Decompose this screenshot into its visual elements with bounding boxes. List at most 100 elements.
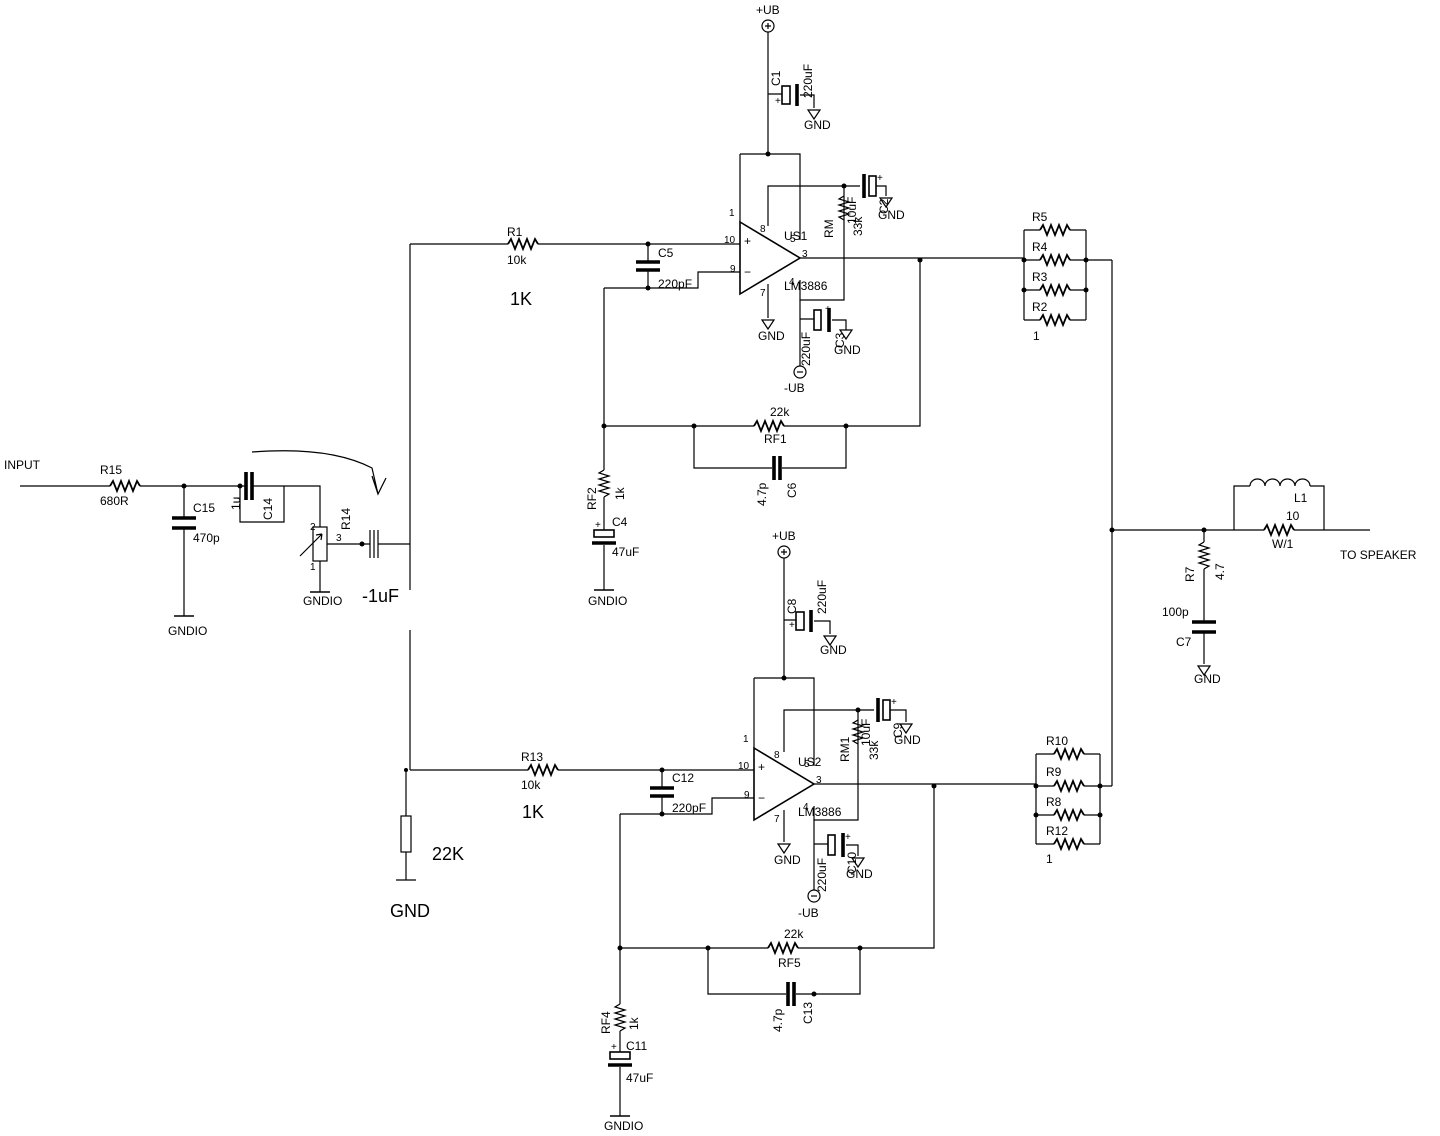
gnd-c2: GND <box>878 208 905 222</box>
c3-value: 220uF <box>799 332 813 366</box>
top-amp: R1 10k 1K C5 220pF + − 1 8 10 9 7 4 3 5 … <box>410 3 1112 608</box>
us1-pin1: 1 <box>729 208 735 219</box>
us1-pin10: 10 <box>724 235 736 246</box>
us1-part: LM3886 <box>784 279 828 293</box>
bottom-amp: R13 10k 1K C12 220pF + − 1 8 10 9 7 4 3 … <box>410 529 1112 1133</box>
r15-ref: R15 <box>100 463 122 477</box>
svg-text:+: + <box>595 520 601 531</box>
svg-text:−: − <box>744 265 751 279</box>
minus-ub-top: -UB <box>784 381 805 395</box>
svg-text:+: + <box>825 304 831 315</box>
gnd-c10: GND <box>846 867 873 881</box>
us1-pin7: 7 <box>760 288 766 299</box>
c9-value: 10uF <box>859 719 873 746</box>
r13-note: 1K <box>522 802 544 822</box>
c6-value: 4.7p <box>755 482 769 506</box>
c15-value: 470p <box>193 531 220 545</box>
gnd-us2-pin7: GND <box>774 853 801 867</box>
r13-ref: R13 <box>521 750 543 764</box>
svg-text:+: + <box>611 1042 617 1053</box>
gnd-c1: GND <box>804 118 831 132</box>
r4-ref: R4 <box>1032 240 1048 254</box>
c5-ref: C5 <box>658 246 674 260</box>
us2-pin7: 7 <box>774 814 780 825</box>
r2-ref: R2 <box>1032 300 1048 314</box>
c12-value: 220pF <box>672 801 706 815</box>
coupling-cap-note: -1uF <box>362 586 399 606</box>
r14-pin3: 3 <box>336 533 342 544</box>
gndio-c4: GNDIO <box>588 594 627 608</box>
svg-text:−: − <box>758 791 765 805</box>
us1-pin8: 8 <box>760 224 766 235</box>
plus-ub-top: +UB <box>756 3 780 17</box>
svg-text:+: + <box>775 96 781 107</box>
to-speaker-label: TO SPEAKER <box>1340 548 1417 562</box>
c7-value: 100p <box>1162 605 1189 619</box>
c4-ref: C4 <box>612 515 628 529</box>
c5-value: 220pF <box>658 277 692 291</box>
gndio-c15: GNDIO <box>168 624 207 638</box>
us2-pin1: 1 <box>743 734 749 745</box>
r10-ref: R10 <box>1046 734 1068 748</box>
r14-pin1: 1 <box>310 562 316 573</box>
r14-pin2: 2 <box>310 522 316 533</box>
minus-ub-bottom: -UB <box>798 906 819 920</box>
c2-value: 10uF <box>845 197 859 224</box>
r3-ref: R3 <box>1032 270 1048 284</box>
svg-text:+: + <box>789 620 795 631</box>
us2-pin8: 8 <box>774 750 780 761</box>
rf4-ref: RF4 <box>599 1011 613 1034</box>
r15-resistor <box>109 480 141 492</box>
svg-text:+: + <box>877 173 883 184</box>
r12-ref: R12 <box>1046 824 1068 838</box>
rm1-value: 33k <box>867 740 881 760</box>
us2-pin9: 9 <box>744 790 750 801</box>
us1-ref: US1 <box>784 229 808 243</box>
us2-part: LM3886 <box>798 805 842 819</box>
r7-value: 4.7 <box>1213 563 1227 580</box>
r14-ref: R14 <box>339 508 353 530</box>
input-label: INPUT <box>4 458 41 472</box>
rf5-ref: RF5 <box>778 956 801 970</box>
us2-pin4: 4 <box>803 802 809 813</box>
c11-ref: C11 <box>626 1039 647 1053</box>
us2-pin5: 5 <box>804 759 810 770</box>
us1-pin9: 9 <box>730 264 736 275</box>
us2-pin10: 10 <box>738 761 750 772</box>
rm-value: 33k <box>851 216 865 236</box>
c15-ref: C15 <box>193 501 215 515</box>
c8-ref: C8 <box>785 598 799 614</box>
rf2-value: 1k <box>613 486 627 500</box>
c14-ref: C14 <box>261 498 275 520</box>
c10-ref: C10 <box>845 852 859 874</box>
us1-pin5: 5 <box>790 234 796 245</box>
rf1-value: 22k <box>770 405 790 419</box>
l1-value: 10 <box>1286 509 1300 523</box>
r1-ref: R1 <box>507 225 523 239</box>
svg-text:+: + <box>891 697 897 708</box>
gndio-r14: GNDIO <box>303 594 342 608</box>
top-bank-value: 1 <box>1033 329 1040 343</box>
c13-value: 4.7p <box>771 1008 785 1032</box>
us2-pin3: 3 <box>816 775 822 786</box>
r8-ref: R8 <box>1046 795 1062 809</box>
gnd-c3: GND <box>834 343 861 357</box>
output-network: R7 4.7 100p C7 GND L1 10 W/1 TO SPEAKER <box>1109 260 1417 786</box>
c7-ref: C7 <box>1176 635 1192 649</box>
r1-note: 1K <box>510 289 532 309</box>
resistor-22k-note: 22K <box>432 844 464 864</box>
svg-text:+: + <box>758 760 765 774</box>
gnd-note: GND <box>390 901 430 921</box>
svg-text:+: + <box>744 234 751 248</box>
gnd-c8: GND <box>820 643 847 657</box>
r1-value: 10k <box>507 253 527 267</box>
gnd-c7: GND <box>1194 672 1221 686</box>
us2-ref: US2 <box>798 755 822 769</box>
c6-ref: C6 <box>785 482 799 498</box>
gnd-us1-pin7: GND <box>758 329 785 343</box>
c4-value: 47uF <box>612 545 639 559</box>
svg-text:+: + <box>845 832 851 843</box>
bottom-bank-value: 1 <box>1046 852 1053 866</box>
rm-ref: RM <box>822 219 836 238</box>
